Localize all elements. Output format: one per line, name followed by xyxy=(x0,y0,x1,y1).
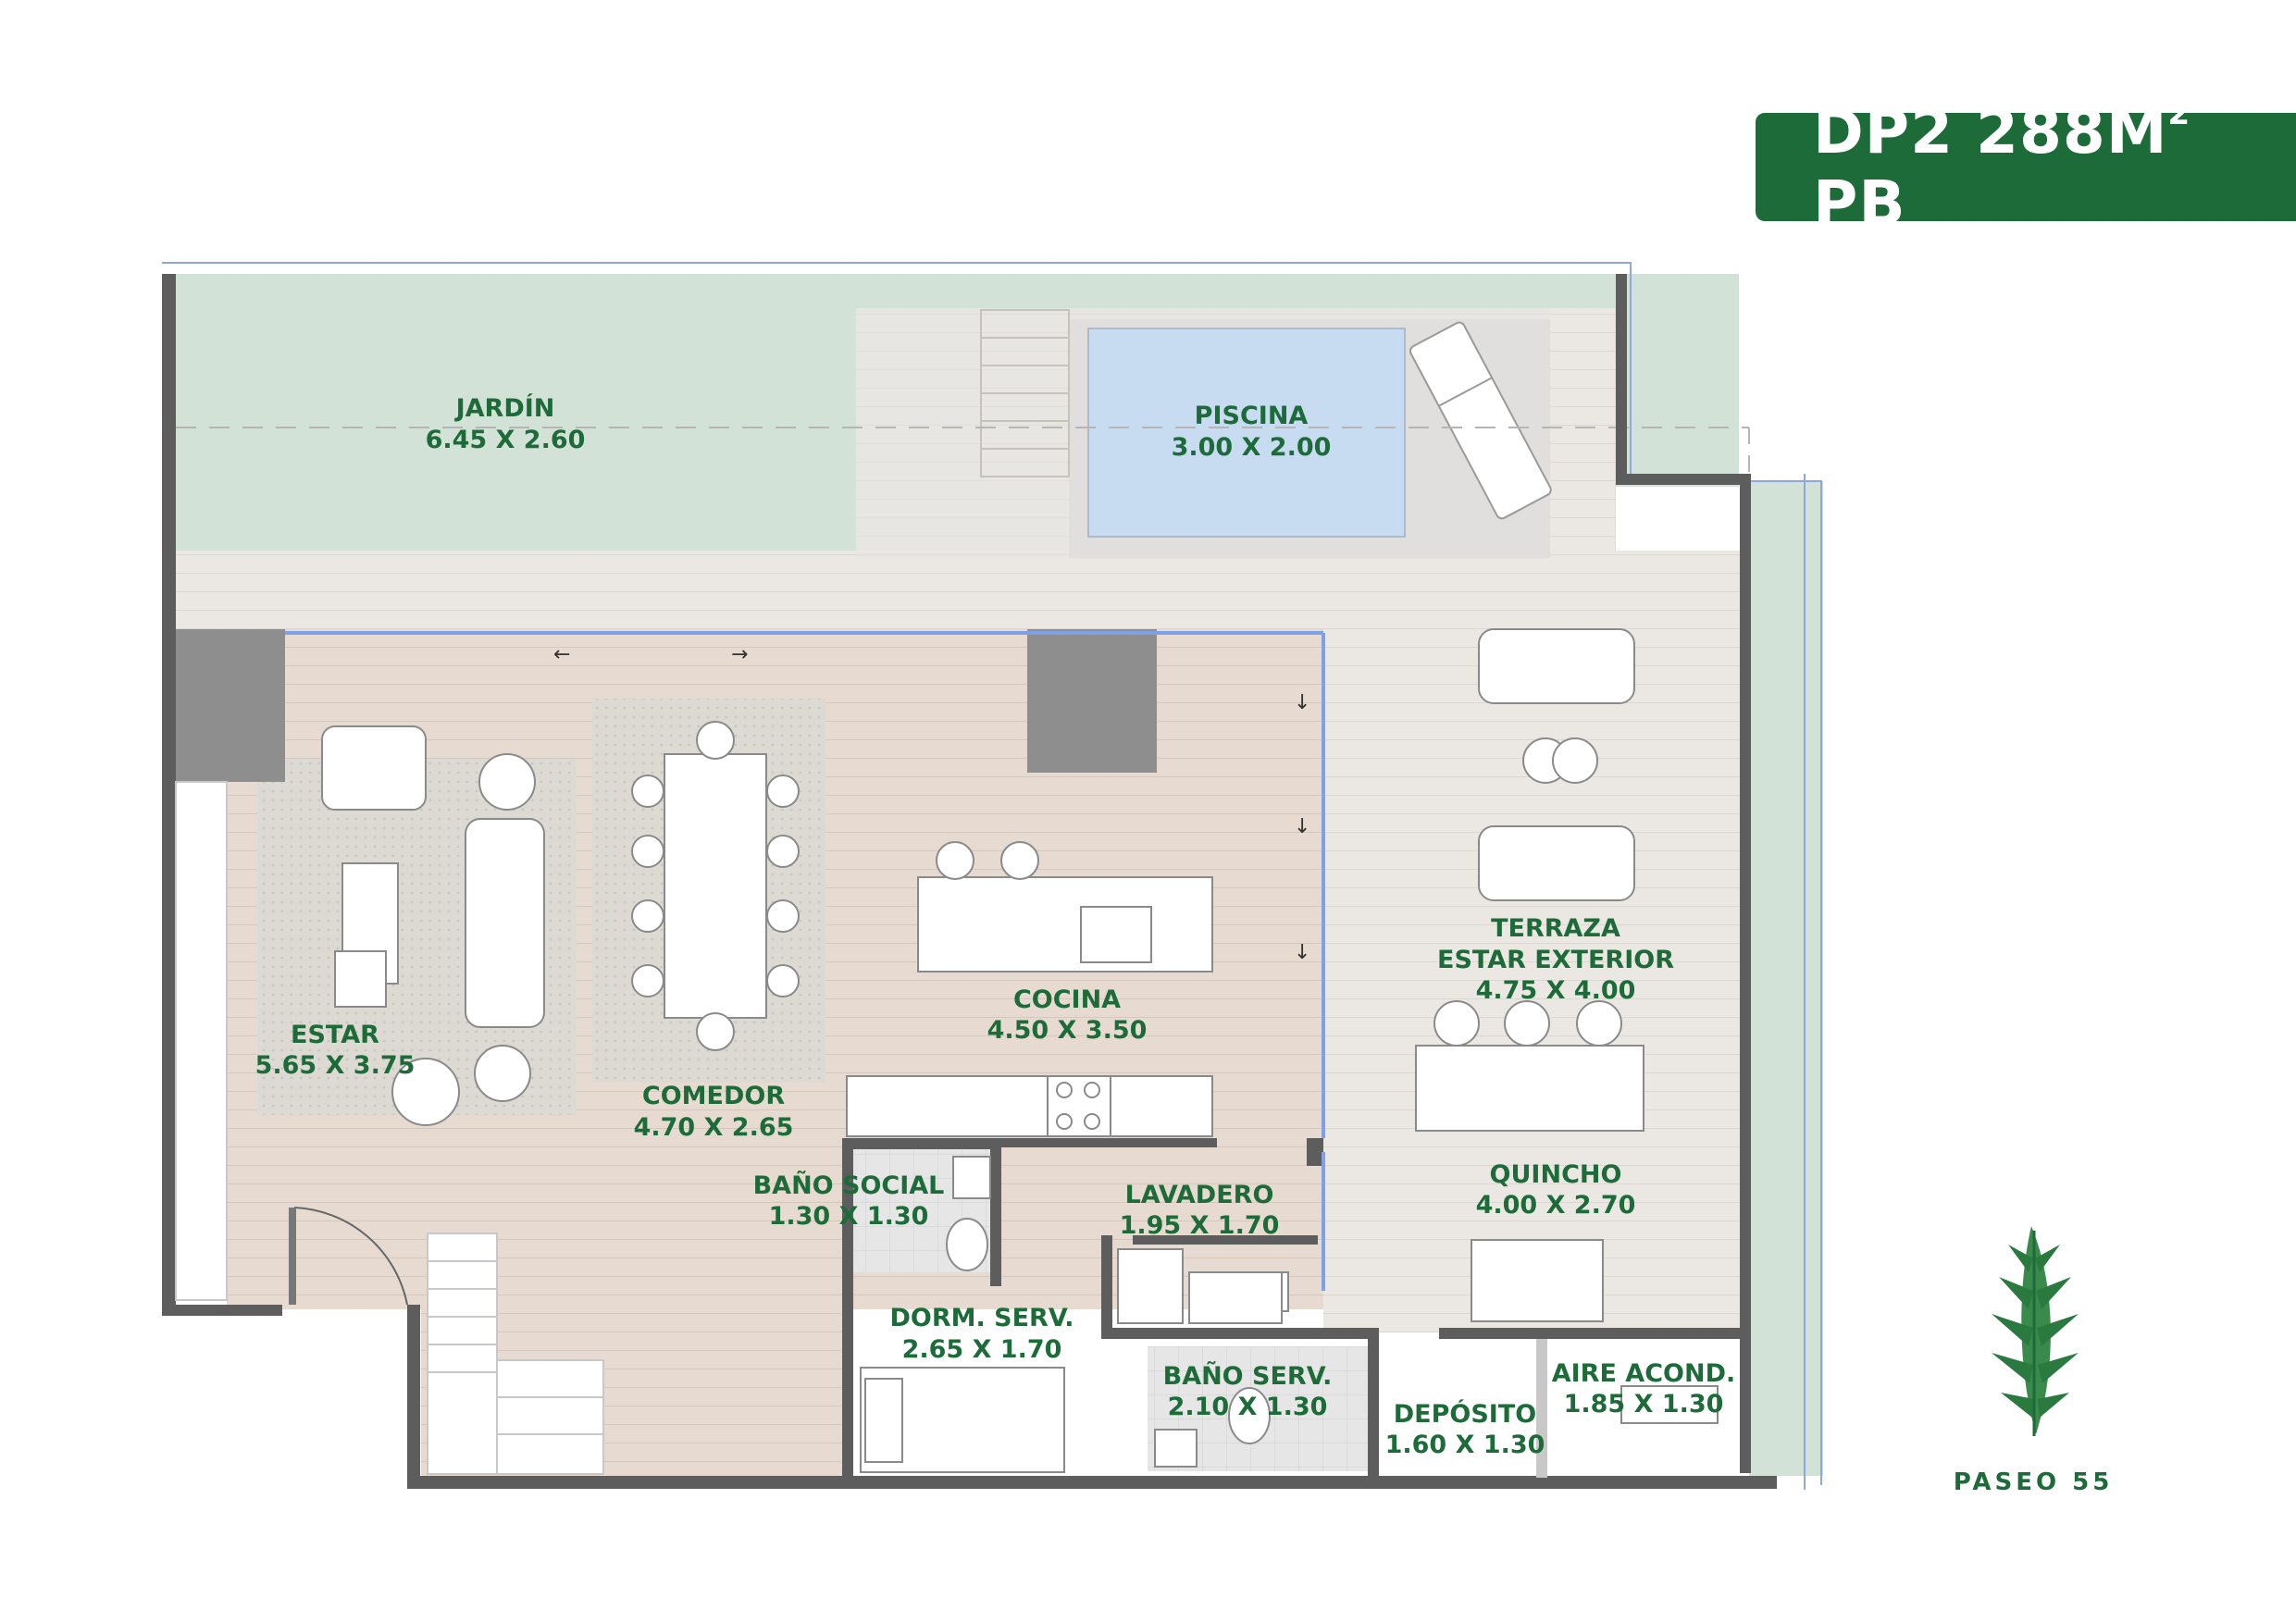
living-furniture xyxy=(321,725,545,1126)
column-kitchen xyxy=(1027,629,1157,773)
dims-terraza: 4.75 X 4.00 xyxy=(1476,976,1636,1005)
service-bed xyxy=(860,1367,1065,1473)
entrance-door xyxy=(293,1207,408,1306)
label-estar-exterior: ESTAR EXTERIOR xyxy=(1437,946,1674,974)
label-terraza: TERRAZA xyxy=(1491,914,1620,943)
staircase xyxy=(427,1233,604,1475)
pool-lounger xyxy=(1409,321,1552,520)
dims-cocina: 4.50 X 3.50 xyxy=(987,1016,1148,1045)
dims-aire-acond: 1.85 X 1.30 xyxy=(1564,1390,1724,1419)
svg-text:↓: ↓ xyxy=(1294,941,1310,964)
label-dorm-serv: DORM. SERV. xyxy=(889,1304,1074,1332)
label-bano-serv: BAÑO SERV. xyxy=(1163,1361,1333,1391)
dims-jardin: 6.45 X 2.60 xyxy=(426,426,586,454)
label-jardin: JARDÍN xyxy=(454,393,555,423)
dims-estar: 5.65 X 3.75 xyxy=(255,1051,416,1080)
label-deposito: DEPÓSITO xyxy=(1394,1399,1536,1429)
sliding-arrows: ← → ↓ ↓ ↓ xyxy=(553,643,1310,964)
svg-text:→: → xyxy=(731,643,748,666)
plan-title-badge: DP2 288M2 PB xyxy=(1756,95,2296,239)
paseo-55-logo: PASEO 55 xyxy=(1954,1226,2114,1496)
svg-text:←: ← xyxy=(553,643,570,666)
palm-leaf-icon xyxy=(1992,1226,2079,1436)
pool-steps xyxy=(980,309,1070,477)
label-piscina: PISCINA xyxy=(1195,402,1309,430)
room-labels: JARDÍN 6.45 X 2.60 PISCINA 3.00 X 2.00 T… xyxy=(255,393,1736,1459)
left-closet xyxy=(175,781,228,1301)
column-left xyxy=(176,629,285,782)
label-aire-acond: AIRE ACOND. xyxy=(1552,1359,1736,1388)
label-bano-social: BAÑO SOCIAL xyxy=(753,1171,945,1200)
dims-bano-serv: 2.10 X 1.30 xyxy=(1168,1393,1328,1421)
label-comedor: COMEDOR xyxy=(642,1082,785,1110)
ac-unit xyxy=(1620,1385,1719,1424)
kitchen-furniture xyxy=(846,841,1213,1137)
dims-dorm-serv: 2.65 X 1.70 xyxy=(902,1335,1062,1364)
label-lavadero: LAVADERO xyxy=(1125,1181,1274,1209)
bathroom-fixtures xyxy=(946,1156,1289,1468)
plan-title: DP2 288M2 PB xyxy=(1813,94,2191,239)
dining-furniture xyxy=(631,721,800,1051)
terrace-furniture xyxy=(1415,628,1644,1322)
dims-piscina: 3.00 X 2.00 xyxy=(1172,433,1332,462)
svg-text:↓: ↓ xyxy=(1294,815,1310,838)
dims-comedor: 4.70 X 2.65 xyxy=(634,1113,794,1142)
label-quincho: QUINCHO xyxy=(1490,1160,1622,1189)
glass-walls xyxy=(285,631,1325,1291)
entrance-door-leaf xyxy=(289,1208,296,1305)
dims-deposito: 1.60 X 1.30 xyxy=(1385,1431,1545,1459)
walls xyxy=(162,274,1777,1489)
label-cocina: COCINA xyxy=(1013,985,1121,1014)
dims-bano-social: 1.30 X 1.30 xyxy=(769,1202,929,1231)
dims-lavadero: 1.95 X 1.70 xyxy=(1120,1211,1280,1240)
dims-quincho: 4.00 X 2.70 xyxy=(1476,1191,1636,1220)
brand-name: PASEO 55 xyxy=(1954,1468,2114,1496)
pool xyxy=(1087,328,1406,538)
svg-text:↓: ↓ xyxy=(1294,691,1310,714)
label-estar: ESTAR xyxy=(291,1021,379,1049)
